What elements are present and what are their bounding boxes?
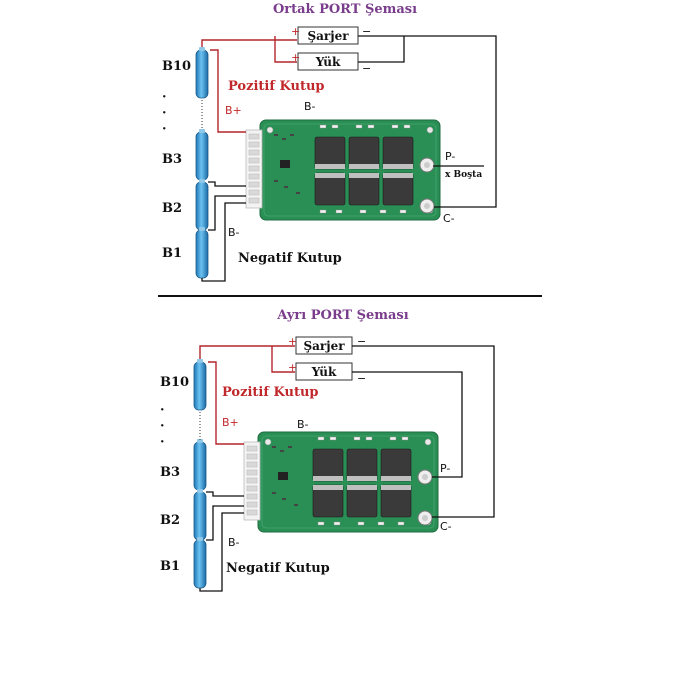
dot-2: · xyxy=(162,106,167,121)
dot-3: · xyxy=(162,122,167,137)
label-b3: B3 xyxy=(160,465,180,480)
label-b10: B10 xyxy=(162,59,191,74)
c-minus-label: C- xyxy=(443,212,455,225)
diagram-title: Ayrı PORT Şeması xyxy=(276,308,408,323)
cell-b2 xyxy=(193,488,207,541)
diagram-title: Ortak PORT Şeması xyxy=(273,2,417,17)
cell-b2 xyxy=(195,178,209,231)
battery-cells xyxy=(193,358,207,589)
b-plus-label: B+ xyxy=(222,416,239,429)
bms-pcb xyxy=(243,431,439,533)
charger-plus: + xyxy=(288,335,297,348)
charger-minus: − xyxy=(357,335,366,348)
dot-2: · xyxy=(160,419,165,434)
positive-label: Pozitif Kutup xyxy=(222,385,319,400)
cell-b1 xyxy=(193,536,207,589)
diagram-ayri-port: Ayrı PORT Şeması Şarjer Yük + + − − B10 … xyxy=(160,308,495,592)
b-minus-bottom: B- xyxy=(228,536,240,549)
negative-wires xyxy=(199,345,495,592)
load-plus: + xyxy=(288,361,297,374)
load-minus: − xyxy=(357,372,366,385)
dot-3: · xyxy=(160,435,165,450)
p-minus-label: P- xyxy=(440,462,450,475)
negative-wires xyxy=(201,35,497,282)
positive-wires xyxy=(199,345,295,445)
p-idle-note: x Boşta xyxy=(445,170,482,180)
diagram-ortak-port: Ortak PORT Şeması Şarjer Yük + + − − B10… xyxy=(162,2,497,282)
dot-1: · xyxy=(162,90,167,105)
cell-b10 xyxy=(195,46,209,99)
load-label: Yük xyxy=(311,365,337,379)
label-b10: B10 xyxy=(160,375,189,390)
b-plus-label: B+ xyxy=(225,104,242,117)
c-minus-label: C- xyxy=(440,520,452,533)
charger-label: Şarjer xyxy=(303,339,345,353)
label-b1: B1 xyxy=(160,559,180,574)
dot-1: · xyxy=(160,403,165,418)
b-minus-top: B- xyxy=(304,100,316,113)
charger-minus: − xyxy=(362,25,371,38)
cell-b3 xyxy=(193,438,207,491)
label-b2: B2 xyxy=(160,513,180,528)
charger-plus: + xyxy=(291,25,300,38)
load-label: Yük xyxy=(315,55,341,69)
p-minus-label: P- xyxy=(445,150,455,163)
positive-label: Pozitif Kutup xyxy=(228,79,325,94)
charger-label: Şarjer xyxy=(307,29,349,43)
negative-label: Negatif Kutup xyxy=(238,251,342,266)
label-b2: B2 xyxy=(162,201,182,216)
negative-label: Negatif Kutup xyxy=(226,561,330,576)
load-minus: − xyxy=(362,62,371,75)
label-b1: B1 xyxy=(162,246,182,261)
b-minus-bottom: B- xyxy=(228,226,240,239)
b-minus-top: B- xyxy=(297,418,309,431)
battery-cells xyxy=(195,46,209,279)
cell-b10 xyxy=(193,358,207,411)
cell-b3 xyxy=(195,128,209,181)
bms-pcb xyxy=(245,119,441,221)
load-plus: + xyxy=(291,51,300,64)
label-b3: B3 xyxy=(162,152,182,167)
cell-b1 xyxy=(195,226,209,279)
positive-wires xyxy=(201,36,297,133)
